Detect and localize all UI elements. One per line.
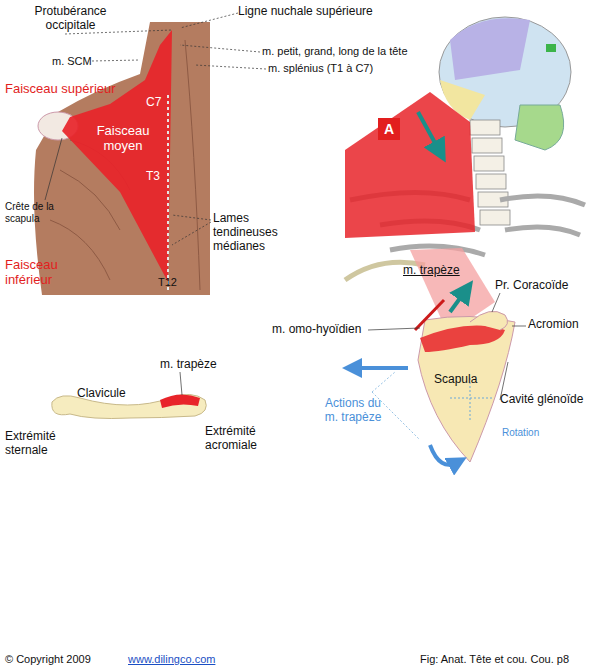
cervical-spine	[470, 120, 510, 225]
leader-line	[512, 326, 526, 327]
vertebra	[470, 120, 500, 135]
nasal-bone	[546, 44, 556, 52]
leader-line	[372, 372, 395, 392]
leader-line	[180, 45, 260, 52]
anatomy-label: m. petit, grand, long de la tête	[262, 45, 408, 58]
leader-line	[180, 13, 238, 28]
leader-line	[172, 222, 211, 245]
rotation-axis	[450, 398, 492, 399]
parietal-bone	[450, 18, 530, 80]
anatomy-label: Ligne nuchale supérieure	[238, 5, 373, 19]
anatomy-label: Acromion	[528, 318, 579, 332]
vertebra	[480, 210, 510, 225]
anatomy-label: Scapula	[434, 373, 477, 387]
vertebra	[474, 156, 504, 171]
anatomy-label: Rotation	[502, 427, 539, 439]
leader-line	[45, 138, 62, 200]
anatomy-label: m. omo-hyoïdien	[272, 323, 361, 337]
action-arrow	[450, 290, 466, 312]
anatomy-label: Pr. Coracoïde	[495, 279, 568, 293]
anatomy-label: m. splénius (T1 à C7)	[268, 62, 373, 75]
leader-line	[180, 372, 182, 395]
anatomy-label: Lames tendineuses médianes	[213, 212, 295, 253]
anatomy-label: Extrémité sternale	[5, 430, 77, 458]
anatomy-label: Clavicule	[77, 387, 126, 401]
anatomy-label: T3	[146, 170, 160, 184]
back-view	[34, 13, 266, 295]
rotation-arrow	[430, 445, 458, 465]
anatomy-label: Protubérance occipitale	[18, 5, 123, 33]
anatomy-label: Faisceau inférieur	[5, 258, 77, 288]
omohyoid-muscle	[415, 300, 444, 330]
anatomy-label: m. trapèze	[403, 264, 460, 278]
anatomy-label: Faisceau moyen	[92, 124, 154, 154]
vertebra	[476, 174, 506, 189]
reference-letter: A	[380, 121, 398, 137]
clavicle-bone	[52, 394, 206, 418]
anatomy-label: Cavité glénoïde	[500, 393, 583, 407]
trapezius-muscle	[62, 30, 172, 282]
leader-line	[368, 328, 420, 330]
trapezius-insertion	[160, 394, 200, 408]
action-arrow	[418, 112, 440, 152]
coracoid-process	[470, 311, 508, 330]
back-muscles	[34, 22, 210, 295]
leader-line	[195, 65, 266, 69]
anatomy-label: www.dilingco.com	[128, 653, 215, 666]
leader-line	[492, 293, 500, 312]
anatomy-label: m. trapèze	[160, 358, 217, 372]
trapezius-muscle	[345, 92, 475, 238]
trapezius-insertion	[420, 326, 505, 353]
anatomy-label: © Copyright 2009	[5, 653, 91, 666]
vertebra	[472, 138, 502, 153]
anatomy-label: C7	[146, 96, 161, 110]
action-arrow	[352, 366, 408, 370]
clavicle-view	[52, 372, 206, 419]
leader-line	[172, 215, 211, 220]
figure-caption: Fig: Anat. Tête et cou. Cou. p8	[420, 653, 569, 666]
anatomy-label: Faisceau supérieur	[5, 82, 116, 97]
anatomy-label: Actions du m. trapèze	[322, 397, 384, 425]
leader-line	[92, 60, 140, 61]
scapula-bone	[418, 316, 515, 462]
mandible	[515, 105, 564, 150]
anatomy-label: m. SCM	[52, 55, 92, 68]
anatomy-label: Crête de la scapula	[5, 201, 67, 224]
anatomy-label: T12	[158, 276, 177, 289]
reference-box: A	[378, 118, 400, 140]
anatomy-label: Extrémité acromiale	[205, 425, 277, 453]
spine-line	[167, 95, 169, 292]
